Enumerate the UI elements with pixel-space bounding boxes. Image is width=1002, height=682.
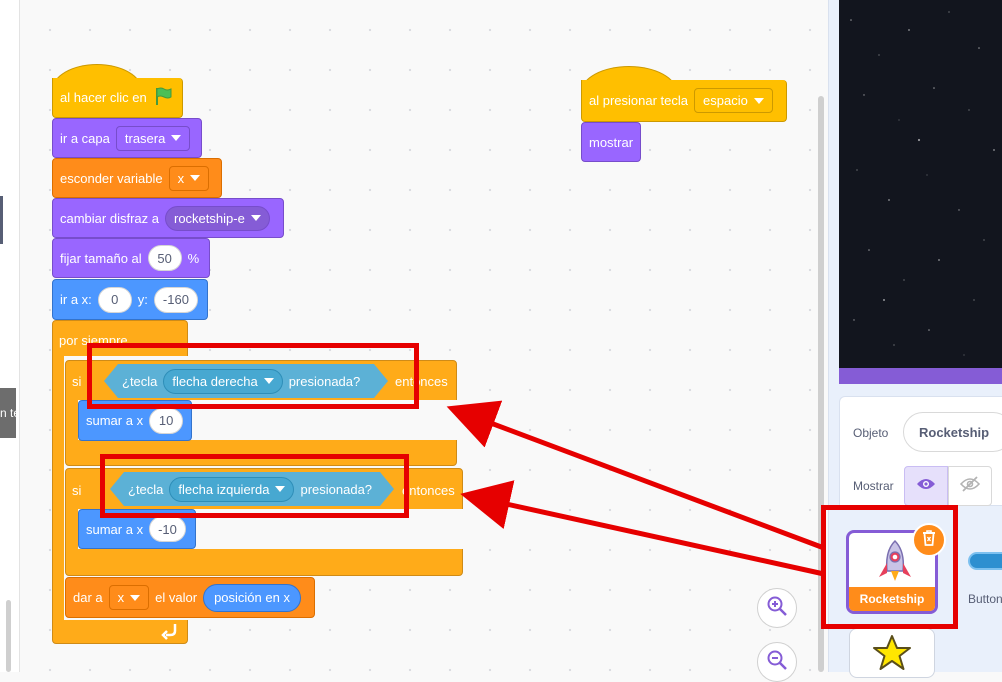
set-variable-dropdown[interactable]: x [108,585,150,610]
if1-then-label: entonces [395,373,448,389]
change-x-input-right[interactable]: 10 [149,407,184,434]
x-input[interactable]: 0 [97,286,132,313]
y-input[interactable]: -160 [153,286,198,313]
eye-icon [916,477,936,496]
go-to-xy-block[interactable]: ir a x: 0 y: -160 [52,279,208,320]
sprite-name-button: Button [968,592,1002,606]
object-label: Objeto [853,426,889,440]
category-tab[interactable] [0,196,3,244]
zoom-in-button[interactable] [757,588,797,628]
switch-costume-block[interactable]: cambiar disfraz a rocketship-e [52,198,284,238]
key-dropdown-right[interactable]: flecha derecha [163,369,282,394]
starfield [839,0,1002,368]
show-block[interactable]: mostrar [581,122,641,162]
key-pressed-condition-right[interactable]: ¿tecla flecha derecha presionada? [104,364,388,398]
highlight-box-right-arrow [87,343,419,409]
layer-dropdown[interactable]: trasera [115,125,191,151]
if1-label: si [72,373,82,389]
palette-scrollbar[interactable] [6,600,11,672]
x-position-reporter[interactable]: posición en x [203,583,301,612]
zoom-in-icon [766,595,788,622]
set-size-block[interactable]: fijar tamaño al 50 % [52,238,210,278]
button-sprite-thumbnail[interactable] [968,552,1002,570]
zoom-out-icon [766,649,788,676]
loop-arrow-icon [160,620,180,645]
if2-then-label: entonces [402,482,455,498]
star-icon [872,633,912,678]
show-sprite-button[interactable] [904,466,948,506]
workspace-scrollbar[interactable] [818,96,824,672]
stage-footer [839,368,1002,384]
chevron-down-icon [171,135,182,141]
chevron-down-icon [275,486,285,492]
green-flag-icon [153,86,173,109]
sprite-name-rocketship: Rocketship [849,587,935,611]
change-x-input-left[interactable]: -10 [149,516,186,542]
eye-slash-icon [959,475,981,497]
hide-variable-block[interactable]: esconder variable x [52,158,222,198]
stage[interactable] [839,0,1002,368]
highlight-box-sprite [821,505,958,629]
chevron-down-icon [130,594,141,601]
when-key-pressed-block[interactable]: al presionar tecla espacio [581,80,787,122]
if2-label: si [72,482,82,498]
when-flag-clicked-block[interactable]: al hacer clic en [52,78,183,118]
delete-sprite-button[interactable] [912,523,946,557]
costume-dropdown[interactable]: rocketship-e [164,205,270,231]
category-strip [0,0,20,672]
hide-sprite-button[interactable] [948,466,992,506]
go-to-layer-block[interactable]: ir a capa trasera [52,118,202,158]
show-label: Mostrar [853,479,894,493]
extension-tab[interactable]: n te [0,388,16,438]
size-input[interactable]: 50 [147,245,182,271]
key-dropdown-space[interactable]: espacio [694,88,773,113]
rocketship-icon [875,539,915,592]
sprite-tile-star[interactable] [849,628,935,678]
chevron-down-icon [753,97,764,104]
chevron-down-icon [264,378,274,384]
chevron-down-icon [190,175,201,181]
zoom-out-button[interactable] [757,642,797,682]
variable-dropdown[interactable]: x [168,165,210,191]
sprite-name-input[interactable]: Rocketship [903,412,1002,452]
trash-icon [921,529,937,552]
highlight-box-left-arrow [100,454,409,518]
set-variable-block[interactable]: dar a x el valor posición en x [65,577,315,618]
key-pressed-condition-left[interactable]: ¿tecla flecha izquierda presionada? [110,472,394,506]
key-dropdown-left[interactable]: flecha izquierda [169,477,294,502]
chevron-down-icon [250,215,261,221]
